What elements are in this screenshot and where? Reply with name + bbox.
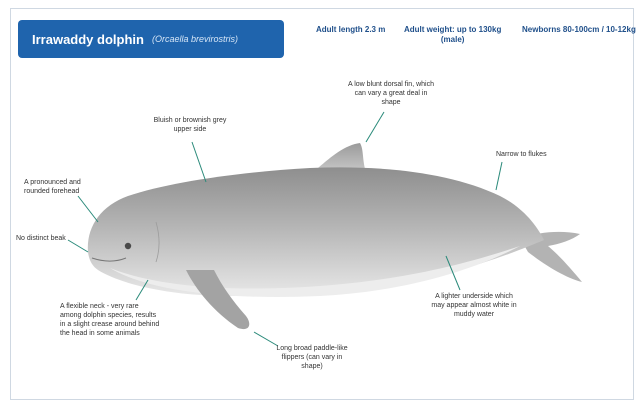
callout-flippers: Long broad paddle-like flippers (can var…: [262, 344, 362, 371]
callout-upper-side: Bluish or brownish grey upper side: [140, 116, 240, 134]
leader-flukes: [496, 162, 502, 190]
dolphin-body-shape: [88, 167, 544, 296]
callout-flexible-neck: A flexible neck - very rare among dolphi…: [60, 302, 178, 338]
leader-forehead: [78, 196, 98, 222]
leader-dorsal: [366, 112, 384, 142]
callout-flukes: Narrow to flukes: [496, 150, 576, 159]
leader-upper-side: [192, 142, 206, 182]
callout-underside: A lighter underside which may appear alm…: [422, 292, 526, 319]
eye-icon: [125, 243, 131, 249]
callout-dorsal-fin: A low blunt dorsal fin, which can vary a…: [346, 80, 436, 107]
callout-forehead: A pronounced and rounded forehead: [24, 178, 114, 196]
callout-no-beak: No distinct beak: [16, 234, 86, 243]
